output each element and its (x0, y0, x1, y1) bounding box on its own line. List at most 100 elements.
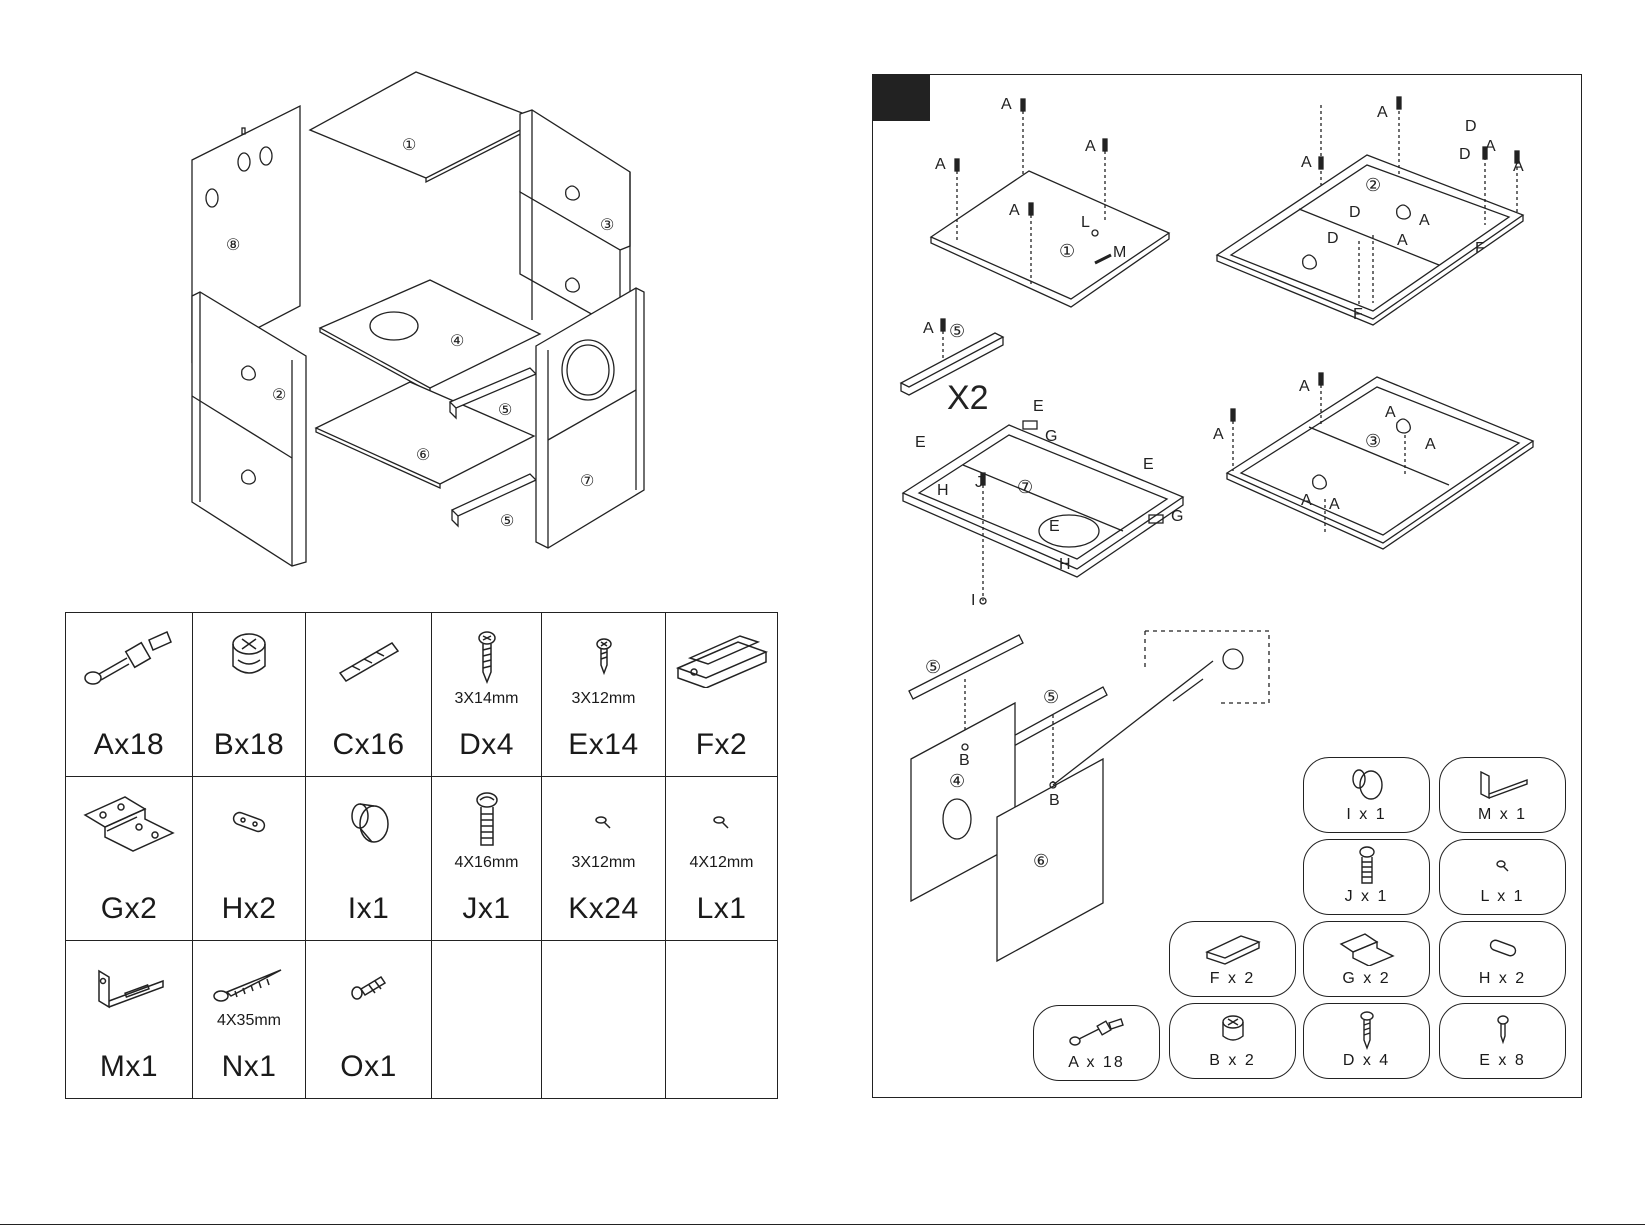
screw-icon (477, 631, 496, 685)
callout-a: A (1419, 212, 1430, 229)
callout-f: F (1353, 306, 1363, 323)
hardware-pill-j: J x 1 (1303, 839, 1430, 915)
part-label: Bx18 (213, 728, 285, 761)
callout-d: D (1465, 118, 1477, 135)
machine-screw-icon (1358, 846, 1375, 884)
callout-e: E (1049, 518, 1060, 535)
wood-dowel-icon (338, 642, 399, 682)
hardware-pill-f: F x 2 (1169, 921, 1296, 997)
circled-five: ⑤ (1043, 687, 1059, 707)
part-cell-c: Cx16 (305, 612, 432, 777)
tiny-screw-icon (712, 816, 729, 829)
circled-two: ② (1365, 175, 1381, 195)
callout-a: A (1513, 158, 1524, 175)
panel-8-back (191, 104, 301, 364)
strike-plate-icon (232, 811, 266, 833)
hardware-pill-label: D x 4 (1342, 1052, 1391, 1069)
part-cell-empty (665, 940, 778, 1099)
callout-e: E (1033, 398, 1044, 415)
panel-7-front-door (535, 287, 645, 549)
rail-5-lower (450, 473, 538, 528)
part-label: Cx16 (332, 728, 405, 761)
part-label: Nx1 (221, 1050, 277, 1083)
hardware-pill-label: H x 2 (1478, 970, 1527, 987)
callout-a: A (1397, 232, 1408, 249)
sub-assembly-panel-1 (929, 98, 1171, 308)
panel-8-number: ⑧ (226, 237, 240, 254)
part-cell-d: 3X14mm Dx4 (431, 612, 542, 777)
panel-1-number: ① (402, 137, 416, 154)
hardware-pill-b: B x 2 (1169, 1003, 1296, 1079)
panel-4-shelf (318, 279, 542, 394)
callout-a: A (1301, 492, 1312, 509)
callout-h: H (1059, 556, 1071, 573)
callout-a: A (1001, 96, 1012, 113)
callout-d: D (1459, 146, 1471, 163)
l-bracket-icon (1479, 770, 1528, 800)
callout-i: I (971, 592, 975, 609)
hardware-pill-d: D x 4 (1303, 1003, 1430, 1079)
tiny-screw-icon (594, 816, 611, 829)
part-cell-k: 3X12mm Kx24 (541, 776, 666, 941)
hardware-pill-a: A x 18 (1033, 1005, 1160, 1081)
hardware-pill-label: L x 1 (1480, 888, 1525, 905)
panel-2-number: ② (272, 387, 286, 404)
hardware-pill-label: E x 8 (1479, 1052, 1526, 1069)
multiplier-x2: X2 (947, 379, 989, 417)
hardware-pill-e: E x 8 (1439, 1003, 1566, 1079)
hinge-icon (83, 796, 175, 852)
callout-a: A (1425, 436, 1436, 453)
circled-five: ⑤ (925, 657, 941, 677)
callout-l: L (1081, 214, 1090, 231)
callout-a: A (1085, 138, 1096, 155)
cam-lock-icon (232, 633, 266, 674)
magnetic-catch-icon (1204, 935, 1261, 965)
part-label: Mx1 (99, 1050, 159, 1083)
callout-e: E (915, 434, 926, 451)
assembly-step-frame: A A A A L M ① (872, 74, 1582, 1098)
callout-a: A (923, 320, 934, 337)
panel-3-number: ③ (600, 217, 614, 234)
part-cell-a: Ax18 (65, 612, 193, 777)
wall-anchor-icon (350, 975, 386, 1000)
part-cell-e: 3X12mm Ex14 (541, 612, 666, 777)
part-cell-j: 4X16mm Jx1 (431, 776, 542, 941)
panel-4-number: ④ (450, 333, 464, 350)
callout-h: H (937, 482, 949, 499)
cam-bolt-icon (1068, 1018, 1124, 1046)
sub-assembly-panel-2 (1215, 96, 1525, 326)
screw-icon (1359, 1011, 1374, 1050)
part-size: 3X12mm (571, 854, 636, 871)
hardware-pill-label: I x 1 (1346, 806, 1387, 823)
part-size: 4X12mm (689, 854, 754, 871)
circled-five: ⑤ (949, 321, 965, 341)
part-label: Lx1 (696, 892, 747, 925)
part-size: 4X16mm (454, 854, 519, 871)
hardware-pill-h: H x 2 (1439, 921, 1566, 997)
part-cell-m: Mx1 (65, 940, 193, 1099)
assembly-step-diagram: A A A A L M ① (899, 96, 1535, 963)
part-label: Kx24 (568, 892, 639, 925)
circled-six: ⑥ (1033, 851, 1049, 871)
callout-a: A (1485, 138, 1496, 155)
part-size: 3X14mm (454, 690, 519, 707)
l-bracket-icon (98, 969, 164, 1009)
callout-a: A (1213, 426, 1224, 443)
panel-1-top (308, 71, 542, 184)
callout-a: A (1301, 154, 1312, 171)
hardware-pill-label: J x 1 (1344, 888, 1389, 905)
circled-three: ③ (1365, 431, 1381, 451)
circled-four: ④ (949, 771, 965, 791)
callout-g: G (1171, 508, 1183, 525)
hardware-pill-label: B x 2 (1209, 1052, 1256, 1069)
part-label: Ax18 (93, 728, 165, 761)
strike-plate-icon (1489, 939, 1516, 957)
part-size: 3X12mm (571, 690, 636, 707)
part-cell-o: Ox1 (305, 940, 432, 1099)
callout-a: A (1009, 202, 1020, 219)
part-cell-g: Gx2 (65, 776, 193, 941)
rail-5-upper-number: ⑤ (498, 402, 512, 419)
magnetic-catch-icon (675, 635, 768, 688)
callout-d: D (1327, 230, 1339, 247)
rail-5-lower-number: ⑤ (500, 513, 514, 530)
